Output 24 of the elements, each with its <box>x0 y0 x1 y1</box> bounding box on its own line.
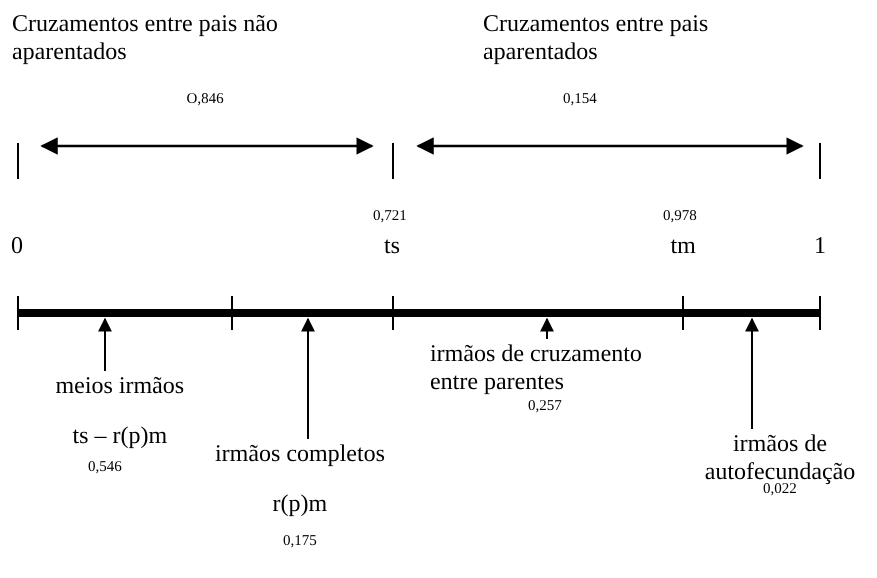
axis-label: ts <box>384 232 400 260</box>
tick-value: 0,978 <box>663 207 697 225</box>
proportion-value: O,846 <box>186 90 224 108</box>
segment-label: irmãos de cruzamento entre parentes <box>430 340 660 396</box>
formula-label: r(p)m <box>272 490 328 518</box>
proportion-value: 0,154 <box>563 90 597 108</box>
axis-label: 0 <box>11 232 23 260</box>
proportion-value: 0,546 <box>88 458 122 476</box>
heading: Cruzamentos entre pais não aparentados <box>12 10 279 66</box>
axis-label: tm <box>670 232 696 260</box>
proportion-value: 0,257 <box>528 397 562 415</box>
arrow <box>540 318 554 339</box>
formula-label: ts – r(p)m <box>72 422 168 450</box>
axis-label: 1 <box>814 232 826 260</box>
heading: Cruzamentos entre pais aparentados <box>483 10 710 66</box>
arrow <box>98 318 112 371</box>
segment-label: irmãos completos <box>215 440 385 468</box>
bar-segment <box>18 309 232 317</box>
segment-label: meios irmãos <box>56 372 184 400</box>
arrow <box>745 318 759 429</box>
proportion-value: 0,175 <box>283 532 317 550</box>
bar-segment <box>683 309 820 317</box>
tick-value: 0,721 <box>373 207 407 225</box>
arrow <box>301 318 315 439</box>
